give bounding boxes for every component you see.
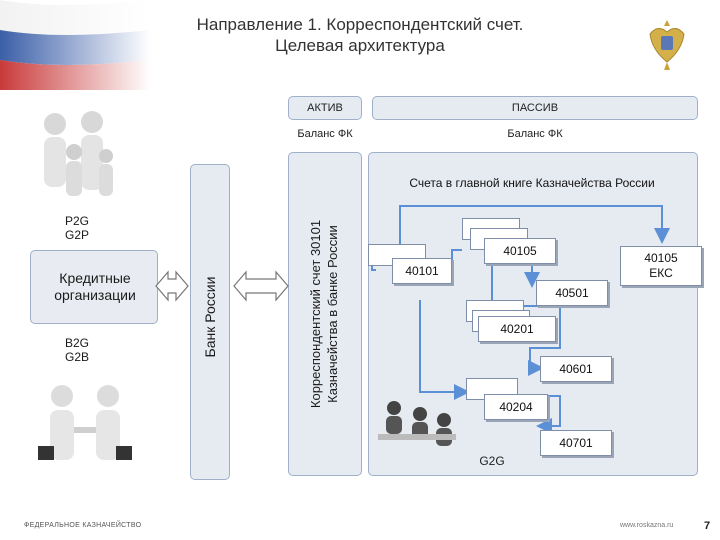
balance-left-label: Баланс ФК	[297, 128, 353, 140]
emblem-icon	[649, 20, 685, 70]
b2g-label: B2G G2B	[52, 336, 102, 364]
family-figures-image	[44, 111, 113, 196]
arrow-credit-to-bank	[155, 270, 189, 302]
passiv-header: ПАССИВ	[372, 96, 698, 120]
balance-right-label: Баланс ФК	[507, 128, 563, 140]
title-line-1: Направление 1. Корреспондентский счет.	[196, 15, 524, 34]
russian-flag-decoration	[0, 0, 150, 90]
account-40105-eks: 40105 ЕКС	[620, 246, 702, 286]
p2g-line-2: G2P	[64, 228, 89, 242]
footer-url: www.roskazna.ru	[620, 522, 674, 529]
slide-title: Направление 1. Корреспондентский счет. Ц…	[170, 14, 550, 56]
footer-left: ФЕДЕРАЛЬНОЕ КАЗНАЧЕЙСТВО	[24, 522, 142, 529]
p2g-line-1: P2G	[64, 214, 89, 228]
bank-russia-box	[190, 164, 230, 480]
arrow-bank-to-corr	[233, 270, 289, 302]
handshake-figures-image	[38, 385, 132, 460]
ledger-heading: Счета в главной книге Казначейства Росси…	[409, 176, 655, 190]
corr-account-box	[288, 152, 362, 476]
eks-line-1: 40105	[644, 251, 678, 265]
passiv-label: ПАССИВ	[511, 102, 559, 114]
account-40701: 40701	[540, 430, 612, 456]
g2g-label: G2G	[479, 454, 505, 468]
credit-orgs-box	[30, 250, 158, 324]
account-40501: 40501	[536, 280, 608, 306]
page-number: 7	[704, 520, 711, 532]
account-40601: 40601	[540, 356, 612, 382]
account-40204: 40204	[484, 394, 548, 420]
account-40201: 40201	[478, 316, 556, 342]
credit-orgs-label: Кредитные организации	[54, 270, 136, 303]
aktiv-header: АКТИВ	[288, 96, 362, 120]
aktiv-label: АКТИВ	[307, 102, 343, 114]
account-40105: 40105	[484, 238, 556, 264]
p2g-label: P2G G2P	[52, 214, 102, 242]
b2g-line-2: G2B	[64, 350, 89, 364]
eks-line-2: ЕКС	[649, 266, 673, 280]
account-40101: 40101	[392, 258, 452, 284]
title-line-2: Целевая архитектура	[275, 36, 445, 55]
operators-image	[378, 401, 456, 446]
b2g-line-1: B2G	[64, 336, 89, 350]
